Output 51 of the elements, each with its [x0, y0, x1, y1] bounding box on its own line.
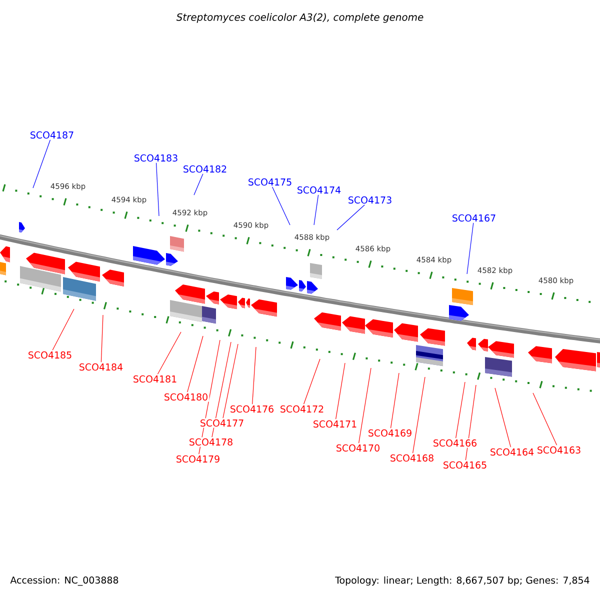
leader-line	[157, 332, 182, 375]
leader-line	[187, 336, 204, 393]
gene-label: SCO4171	[314, 420, 356, 428]
leader-line	[194, 174, 204, 196]
footer-text: Topology: linear; Length: 8,667,507 bp; Genes: 7,854	[335, 576, 590, 586]
leader-line	[303, 358, 320, 405]
leader-line	[52, 308, 74, 351]
gene-label: SCO4170	[336, 444, 380, 452]
leader-line	[532, 392, 558, 446]
gene-label: SCO4172	[280, 405, 324, 413]
gene-label: SCO4183	[134, 154, 178, 162]
gene-label: SCO4176	[230, 405, 274, 413]
gene-label: SCO4164	[490, 448, 534, 456]
leader-line	[466, 222, 474, 274]
leader-line	[212, 342, 232, 438]
gene-label: SCO4169	[368, 429, 412, 437]
leader-line	[100, 314, 104, 362]
leader-line	[390, 372, 400, 428]
gene-label: SCO4180	[164, 393, 208, 401]
gene-label: SCO4182	[184, 165, 226, 173]
gene-label: SCO4173	[348, 196, 392, 204]
leader-line	[456, 382, 466, 438]
gene-label: SCO4179	[176, 455, 220, 463]
leader-line	[198, 340, 220, 455]
leader-line	[358, 368, 372, 444]
title: Streptomyces coelicolor A3(2), complete genome	[176, 13, 424, 23]
leader-line	[336, 204, 366, 230]
leader-line	[222, 344, 238, 419]
gene-label: SCO4185	[28, 351, 72, 359]
footer-text: Accession: NC_003888	[10, 576, 118, 586]
gene-label: SCO4165	[444, 461, 486, 469]
gene-label: SCO4184	[80, 363, 123, 371]
gene-label: SCO4168	[390, 454, 434, 462]
gene-label: SCO4178	[190, 438, 232, 446]
leader-line	[32, 139, 51, 188]
leader-line	[314, 194, 319, 226]
gene-label: SCO4187	[30, 131, 74, 139]
gene-label: SCO4167	[452, 214, 496, 222]
leader-line	[272, 186, 290, 226]
leader-line	[336, 362, 346, 420]
gene-label: SCO4174	[298, 186, 341, 194]
gene-label: SCO4166	[434, 439, 476, 447]
leader-line	[465, 384, 476, 460]
leader-line	[494, 388, 512, 448]
gene-label: SCO4177	[200, 419, 244, 427]
leader-line	[412, 376, 426, 454]
gene-label: SCO4163	[538, 446, 580, 454]
leader-line	[156, 162, 160, 216]
gene-label: SCO4181	[134, 375, 176, 383]
gene-label: SCO4175	[248, 178, 292, 186]
leader-line	[252, 346, 256, 404]
